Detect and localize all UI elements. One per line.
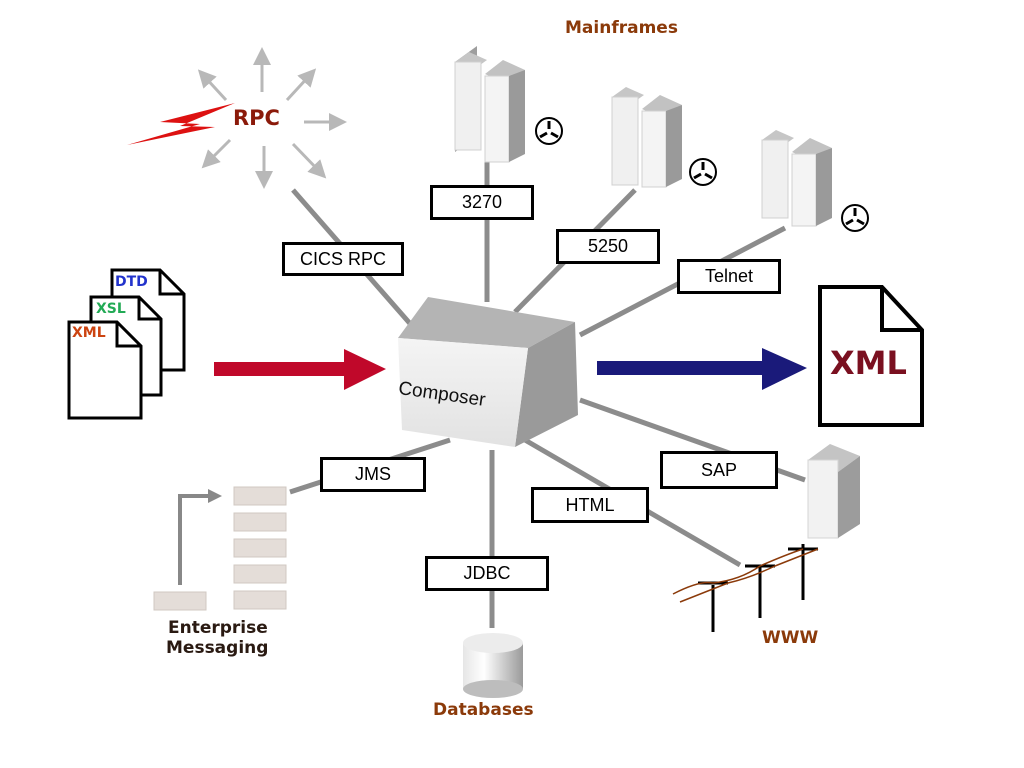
rpc-burst-icon <box>197 47 347 189</box>
composer-cube <box>398 297 578 447</box>
queue-flow-arrow <box>178 489 222 585</box>
mainframes-caption: Mainframes <box>565 18 678 38</box>
protocol-html: HTML <box>531 487 649 523</box>
sap-server-icon <box>807 444 860 539</box>
www-power-poles-icon <box>672 544 819 632</box>
database-cylinder-icon <box>463 633 523 698</box>
protocol-jms: JMS <box>320 457 426 492</box>
lightning-bolt-icon <box>127 103 235 145</box>
protocol-3270: 3270 <box>430 185 534 220</box>
dtd-text: DTD <box>115 274 148 290</box>
messaging-caption: Messaging <box>166 638 269 658</box>
input-document-stack <box>67 268 186 420</box>
input-arrow <box>214 349 386 390</box>
xsl-label: XSL <box>96 301 126 317</box>
protocol-5250: 5250 <box>556 229 660 264</box>
terminal-dial-icon <box>535 117 563 145</box>
terminal-dial-icon <box>841 204 869 232</box>
mainframe-3-icon <box>761 130 832 227</box>
message-queue-icon <box>153 486 287 611</box>
output-xml-document <box>818 285 924 427</box>
xml-input-label: XML <box>72 325 106 341</box>
protocol-sap: SAP <box>660 451 778 489</box>
terminal-dial-icon <box>689 158 717 186</box>
xml-output-label: XML <box>830 344 907 382</box>
protocol-telnet: Telnet <box>677 259 781 294</box>
protocol-jdbc: JDBC <box>425 556 549 591</box>
databases-caption: Databases <box>433 700 534 720</box>
mainframe-2-icon <box>611 87 682 188</box>
enterprise-caption: Enterprise <box>168 618 268 638</box>
protocol-cics-rpc: CICS RPC <box>282 242 404 276</box>
rpc-caption: RPC <box>233 106 280 130</box>
mainframe-1-icon <box>454 46 525 163</box>
output-arrow <box>597 348 807 390</box>
dtd-label: DTD <box>115 274 148 290</box>
www-caption: WWW <box>762 628 819 648</box>
